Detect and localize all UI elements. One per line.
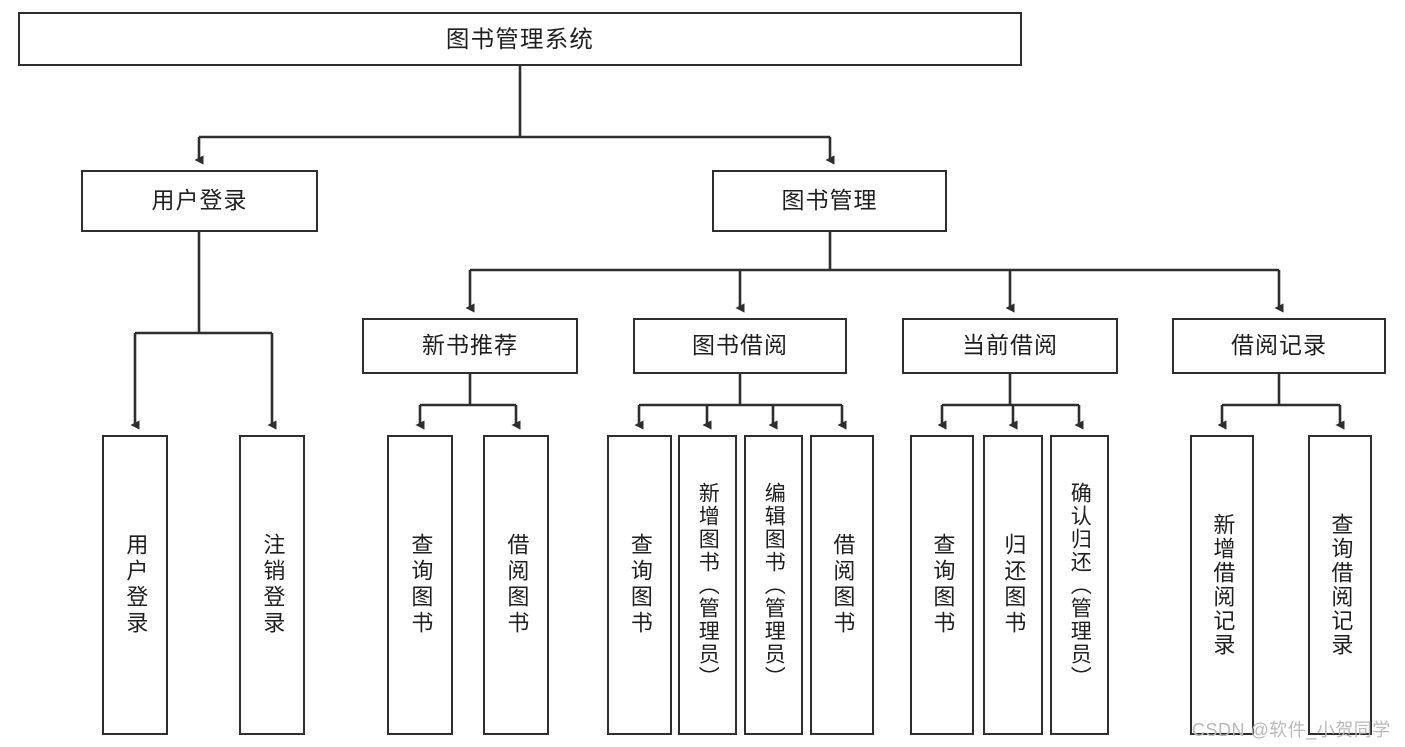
node-leaf-query-book-3[interactable]: 查询图书	[910, 435, 974, 735]
node-leaf-borrow-book-1[interactable]: 借阅图书	[483, 435, 549, 735]
node-leaf-edit-book[interactable]: 编辑图书（管理员）	[744, 435, 803, 735]
node-root[interactable]: 图书管理系统	[18, 12, 1022, 66]
node-leaf-add-book[interactable]: 新增图书（管理员）	[678, 435, 737, 735]
node-leaf-user-login[interactable]: 用户登录	[102, 435, 168, 735]
node-book-manage[interactable]: 图书管理	[712, 170, 947, 232]
csdn-watermark: CSDN @软件_小贺同学	[1192, 716, 1391, 742]
node-leaf-return-book-label: 归还图书	[1001, 533, 1027, 637]
node-leaf-borrow-book-1-label: 借阅图书	[504, 533, 530, 637]
node-borrow-record[interactable]: 借阅记录	[1172, 318, 1386, 374]
node-leaf-query-book-3-label: 查询图书	[930, 533, 956, 637]
node-leaf-query-book-1[interactable]: 查询图书	[387, 435, 453, 735]
node-book-borrow-label: 图书借阅	[692, 332, 788, 359]
node-leaf-query-borrow-record[interactable]: 查询借阅记录	[1308, 435, 1372, 735]
node-user-login-label: 用户登录	[151, 187, 248, 214]
node-leaf-borrow-book-2-label: 借阅图书	[830, 533, 856, 637]
node-leaf-confirm-return[interactable]: 确认归还（管理员）	[1050, 435, 1109, 735]
node-leaf-return-book[interactable]: 归还图书	[983, 435, 1043, 735]
node-leaf-query-borrow-record-label: 查询借阅记录	[1328, 513, 1354, 657]
node-book-manage-label: 图书管理	[781, 187, 878, 214]
node-current-borrow-label: 当前借阅	[962, 332, 1058, 359]
node-root-label: 图书管理系统	[445, 25, 595, 52]
node-leaf-query-book-2-label: 查询图书	[627, 533, 653, 637]
node-leaf-query-book-2[interactable]: 查询图书	[607, 435, 672, 735]
node-current-borrow[interactable]: 当前借阅	[902, 318, 1118, 374]
node-leaf-logout-label: 注销登录	[260, 533, 286, 637]
node-new-book-recommend-label: 新书推荐	[422, 332, 518, 359]
node-user-login[interactable]: 用户登录	[81, 170, 318, 232]
node-leaf-user-login-label: 用户登录	[123, 533, 149, 637]
node-leaf-confirm-return-label: 确认归还（管理员）	[1068, 481, 1092, 689]
node-book-borrow[interactable]: 图书借阅	[633, 318, 847, 374]
node-leaf-borrow-book-2[interactable]: 借阅图书	[810, 435, 874, 735]
node-leaf-add-borrow-record-label: 新增借阅记录	[1210, 513, 1236, 657]
csdn-watermark-text: CSDN @软件_小贺同学	[1192, 720, 1391, 740]
node-borrow-record-label: 借阅记录	[1231, 332, 1327, 359]
node-leaf-logout[interactable]: 注销登录	[239, 435, 305, 735]
node-new-book-recommend[interactable]: 新书推荐	[362, 318, 578, 374]
node-leaf-query-book-1-label: 查询图书	[408, 533, 434, 637]
node-leaf-add-book-label: 新增图书（管理员）	[696, 481, 720, 689]
node-leaf-add-borrow-record[interactable]: 新增借阅记录	[1190, 435, 1254, 735]
node-leaf-edit-book-label: 编辑图书（管理员）	[762, 481, 786, 689]
